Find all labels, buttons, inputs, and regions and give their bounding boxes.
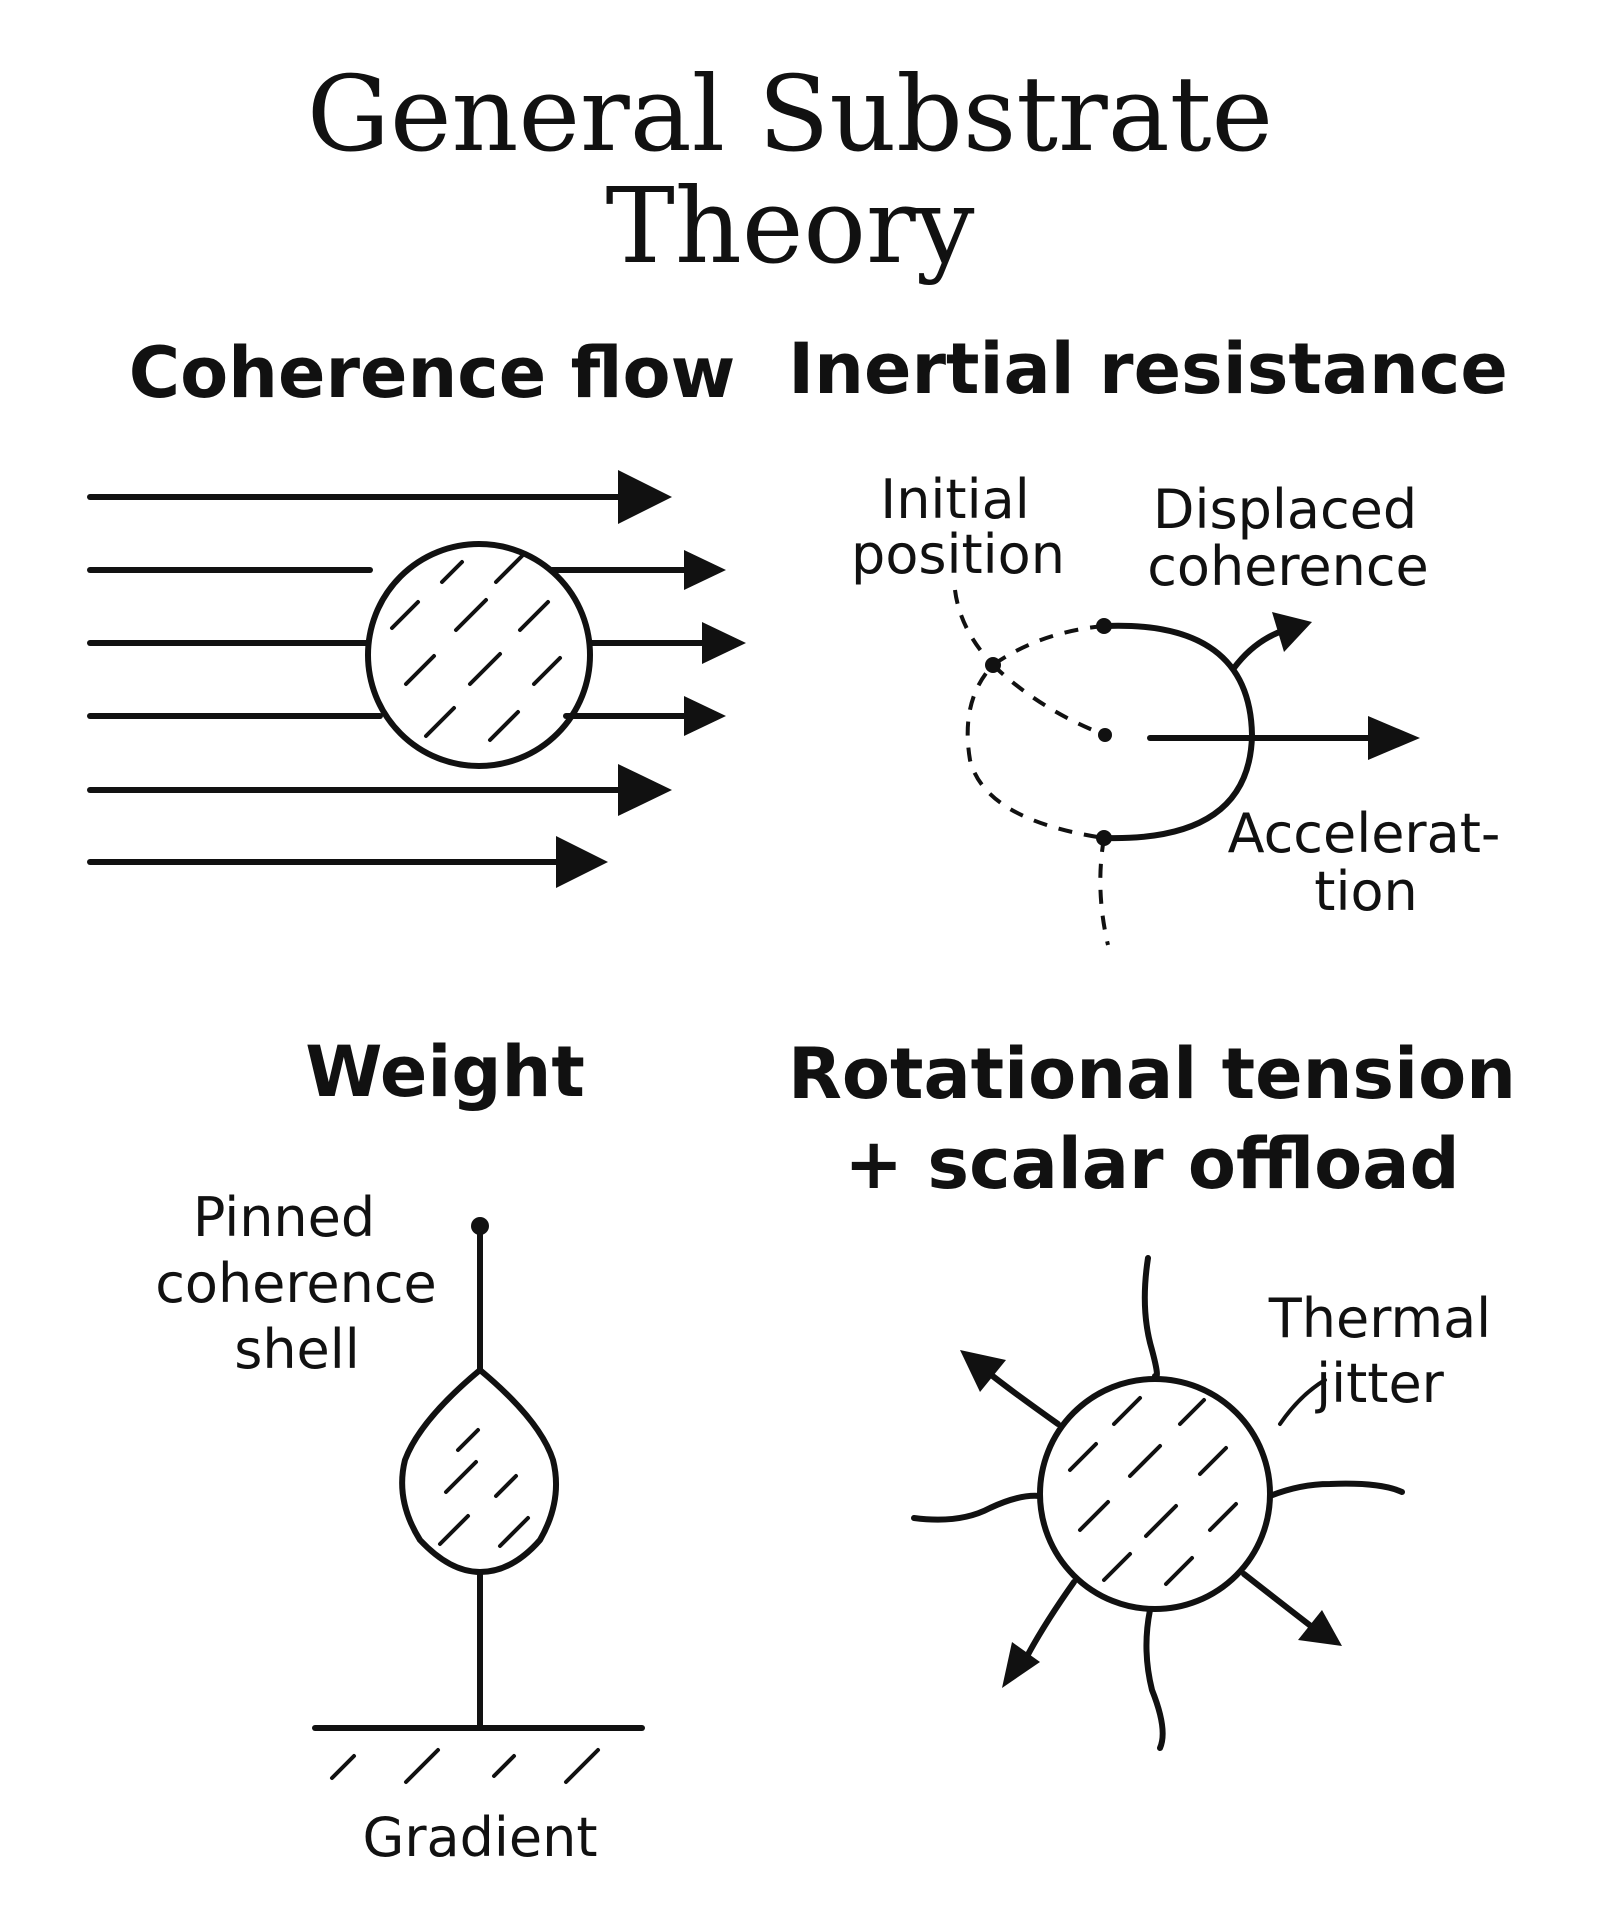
offload-arrow-upper-left [982,1367,1061,1427]
rotational-body-circle [1037,1376,1273,1612]
panel-coherence-flow: Coherence flow [87,332,746,888]
rotational-body-hatching [1068,1396,1238,1586]
teardrop-hatching [438,1428,530,1548]
offload-arrowhead-lower-left [1002,1642,1040,1688]
initial-position-point [985,657,1001,673]
label-acceleration-line1: Accelerat- [1228,802,1501,865]
coherence-body-hatching [390,554,562,742]
flow-arrowhead-6 [556,836,608,888]
heading-coherence-flow: Coherence flow [129,332,736,414]
coherence-body-circle [365,541,593,769]
panel-inertial-resistance: Inertial resistance Initial position Dis… [788,328,1508,946]
flow-arrowhead-1 [618,470,672,524]
thermal-jitter-leader [1278,1378,1327,1426]
heading-weight: Weight [305,1031,585,1113]
displaced-arrowhead [1272,612,1312,652]
coherence-teardrop-shell [399,1366,560,1576]
displaced-arrow-shaft [1231,627,1288,671]
initial-position-tail [1098,837,1110,946]
heading-rotational-tension-line1: Rotational tension [788,1033,1516,1115]
jitter-line-bottom [1143,1607,1166,1751]
jitter-line-top [1141,1255,1160,1380]
ground-hatching [330,1748,600,1784]
label-gradient: Gradient [362,1806,597,1869]
offload-arrow-lower-right [1241,1571,1319,1633]
initial-position-shell [965,624,1105,840]
heading-inertial-resistance: Inertial resistance [788,328,1508,410]
title-line-2: Theory [606,165,975,287]
panel-rotational-tension: Rotational tension + scalar offload Ther… [788,1033,1516,1751]
shell-top-point [1096,618,1112,634]
label-displaced-coherence-line1: Displaced [1153,478,1417,541]
offload-arrowhead-upper-left [960,1350,1006,1392]
label-initial-position-line2: position [851,523,1065,586]
offload-arrow-lower-left [1019,1579,1077,1669]
jitter-line-right [1267,1480,1405,1499]
label-thermal-line2: jitter [1315,1352,1445,1415]
flow-arrowhead-2 [684,550,726,590]
title-line-1: General Substrate [307,53,1273,175]
label-displaced-coherence-line2: coherence [1147,535,1429,598]
jitter-line-left [911,1492,1043,1523]
center-point [1098,728,1112,742]
label-initial-position-line1: Initial [880,468,1029,531]
label-pinned-line3: shell [234,1318,360,1381]
offload-arrowhead-lower-right [1298,1610,1342,1646]
shell-bottom-point [1096,830,1112,846]
initial-position-leader [953,589,995,667]
flow-arrowhead-5 [618,764,672,816]
label-thermal-line1: Thermal [1268,1287,1491,1350]
label-pinned-line1: Pinned [193,1186,375,1249]
acceleration-arrowhead [1368,716,1420,760]
panel-weight: Weight Pinned coherence shell Gradient [155,1031,645,1869]
flow-arrowhead-4 [684,696,726,736]
label-acceleration-line2: tion [1314,860,1417,923]
heading-rotational-tension-line2: + scalar offload [844,1123,1459,1205]
flow-arrowhead-3 [702,622,746,664]
initial-to-center-line [991,663,1106,737]
label-pinned-line2: coherence [155,1252,437,1315]
